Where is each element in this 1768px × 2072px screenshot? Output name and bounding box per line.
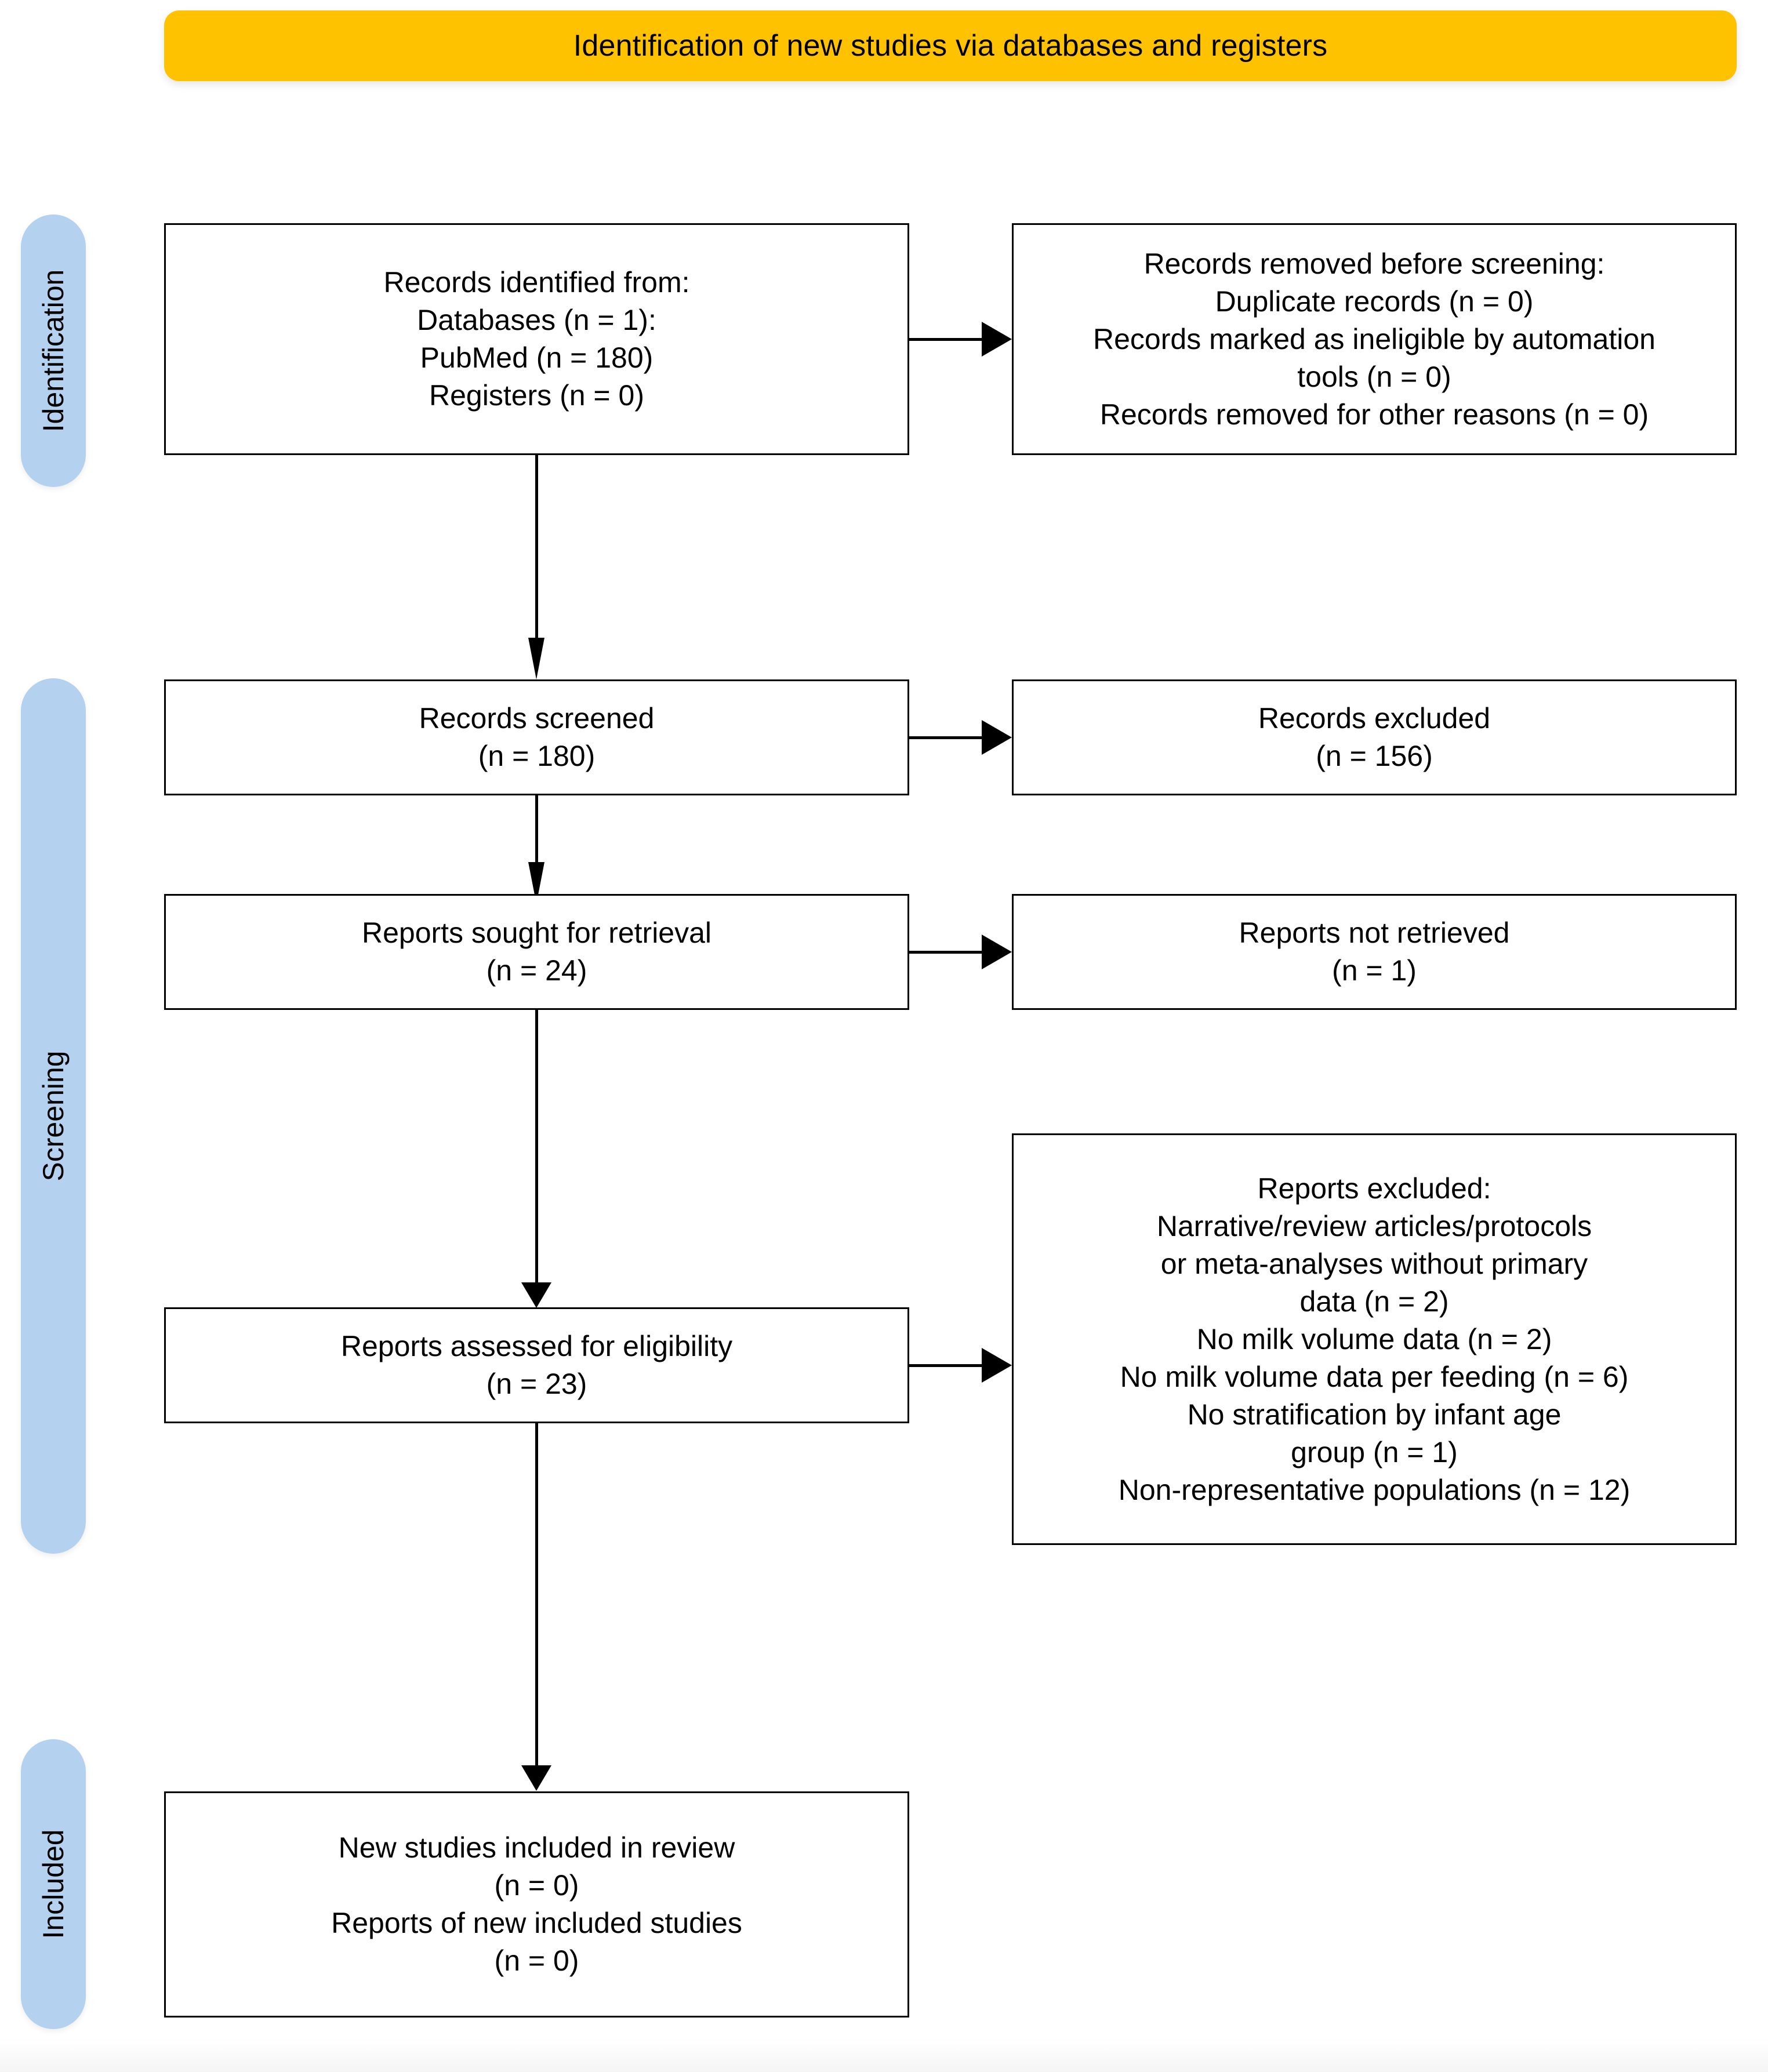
box-reports-not-retrieved-text: Reports not retrieved (n = 1) bbox=[1239, 917, 1510, 987]
box-records-removed: Records removed before screening: Duplic… bbox=[1012, 223, 1737, 455]
connector-identified-to-screened bbox=[535, 455, 538, 641]
box-reports-assessed: Reports assessed for eligibility (n = 23… bbox=[164, 1307, 909, 1423]
connector-screened-to-excluded bbox=[909, 736, 982, 739]
connector-screened-to-sought bbox=[535, 795, 538, 865]
arrowhead-sought-to-assessed bbox=[521, 1282, 551, 1308]
arrowhead-assessed-to-included bbox=[521, 1765, 551, 1791]
arrowhead-identified-to-removed bbox=[982, 322, 1012, 357]
box-reports-sought-text: Reports sought for retrieval (n = 24) bbox=[361, 917, 712, 987]
arrowhead-assessed-to-excluded bbox=[982, 1348, 1012, 1383]
box-new-studies-included-text: New studies included in review (n = 0) R… bbox=[331, 1831, 742, 1977]
connector-sought-to-assessed bbox=[535, 1010, 538, 1285]
stage-label-identification: Identification bbox=[37, 269, 70, 432]
stage-label-included: Included bbox=[37, 1829, 70, 1939]
connector-sought-to-not-retrieved bbox=[909, 951, 982, 954]
box-records-excluded-text: Records excluded (n = 156) bbox=[1258, 702, 1491, 772]
box-records-removed-text: Records removed before screening: Duplic… bbox=[1093, 247, 1656, 431]
box-reports-sought: Reports sought for retrieval (n = 24) bbox=[164, 894, 909, 1010]
arrowhead-identified-to-screened bbox=[528, 638, 544, 679]
diagram-header-banner: Identification of new studies via databa… bbox=[164, 10, 1737, 81]
connector-assessed-to-excluded bbox=[909, 1364, 982, 1367]
stage-pill-identification: Identification bbox=[21, 215, 86, 487]
box-records-identified: Records identified from: Databases (n = … bbox=[164, 223, 909, 455]
box-reports-not-retrieved: Reports not retrieved (n = 1) bbox=[1012, 894, 1737, 1010]
diagram-title: Identification of new studies via databa… bbox=[573, 29, 1328, 63]
box-records-identified-text: Records identified from: Databases (n = … bbox=[383, 266, 690, 412]
box-reports-excluded: Reports excluded: Narrative/review artic… bbox=[1012, 1133, 1737, 1545]
box-records-screened-text: Records screened (n = 180) bbox=[419, 702, 655, 772]
connector-assessed-to-included bbox=[535, 1423, 538, 1768]
box-new-studies-included: New studies included in review (n = 0) R… bbox=[164, 1791, 909, 2018]
box-records-excluded: Records excluded (n = 156) bbox=[1012, 679, 1737, 795]
box-records-screened: Records screened (n = 180) bbox=[164, 679, 909, 795]
page-bottom-edge bbox=[0, 2038, 1768, 2072]
arrowhead-sought-to-not-retrieved bbox=[982, 935, 1012, 969]
stage-label-screening: Screening bbox=[37, 1050, 70, 1182]
stage-pill-included: Included bbox=[21, 1739, 86, 2029]
arrowhead-screened-to-excluded bbox=[982, 720, 1012, 755]
connector-identified-to-removed bbox=[909, 338, 982, 341]
stage-pill-screening: Screening bbox=[21, 678, 86, 1554]
box-reports-assessed-text: Reports assessed for eligibility (n = 23… bbox=[340, 1330, 733, 1400]
box-reports-excluded-text: Reports excluded: Narrative/review artic… bbox=[1118, 1172, 1631, 1506]
